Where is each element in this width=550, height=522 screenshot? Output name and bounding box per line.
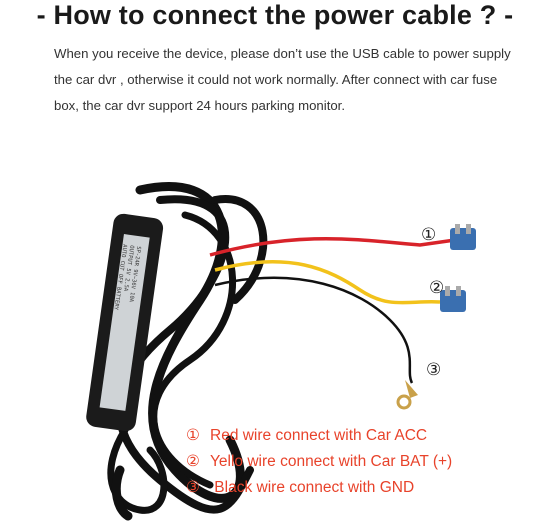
callout-3: ③	[426, 360, 442, 380]
callout-2: ②	[429, 278, 445, 298]
fuse-tap-2	[440, 286, 466, 312]
yellow-wire	[214, 259, 441, 305]
intro-text: When you receive the device, please don’…	[54, 46, 511, 113]
cable-coil	[211, 195, 268, 304]
cable-coil	[107, 426, 168, 514]
black-wire	[214, 276, 414, 384]
cable-end	[111, 465, 133, 521]
regulator-module: SP-24R 9V~36V 10A OUTPUT 5V 2.5A AUTO CU…	[86, 213, 164, 432]
page-title: - How to connect the power cable ? -	[36, 0, 514, 30]
ground-terminal	[396, 380, 418, 410]
cable-coil	[150, 211, 237, 489]
legend-row-black: ③ Black wire connect with GND	[186, 479, 415, 496]
power-cable-photo: SP-24R 9V~36V 10A OUTPUT 5V 2.5A AUTO CU…	[86, 182, 476, 521]
red-wire	[209, 237, 456, 257]
fuse-tap-1	[450, 224, 476, 250]
callout-1: ①	[421, 225, 437, 245]
